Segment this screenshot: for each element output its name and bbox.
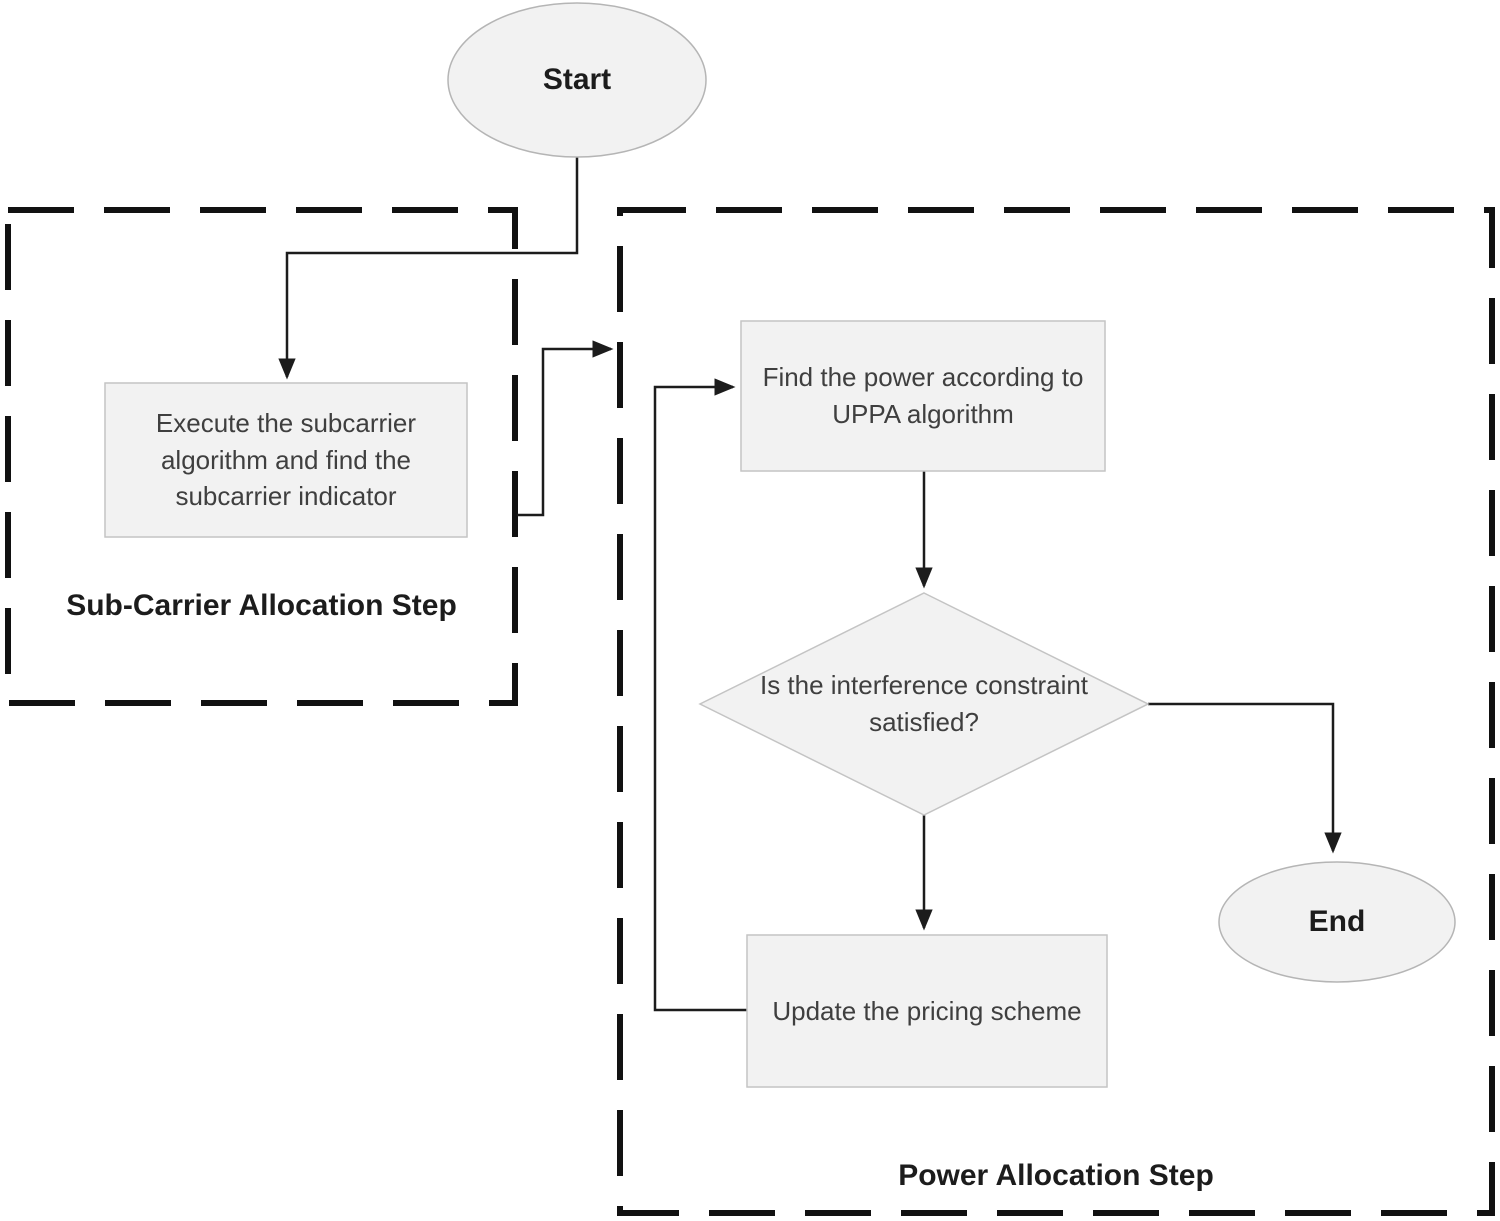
update-pricing-node-label: Update the pricing scheme [772, 995, 1082, 1026]
find-power-node-shape [740, 320, 1106, 472]
execute-subcarrier-node-label: Execute the subcarrier algorithm and fin… [155, 407, 417, 512]
interference-decision-label: Is the interference constraint satisfied… [759, 670, 1089, 737]
power-allocation-group-label: Power Allocation Step [898, 1158, 1214, 1192]
interference-decision-shape [698, 592, 1150, 816]
connector-start-to-execute [278, 157, 579, 380]
end-node-shape [1218, 861, 1456, 983]
subcarrier-allocation-group-label: Sub-Carrier Allocation Step [66, 588, 457, 622]
connector-subcarrier-to-power-box [517, 340, 614, 517]
connector-decision-to-end [1148, 702, 1342, 854]
end-node-label: End [1308, 904, 1366, 938]
start-node-shape [447, 2, 707, 158]
power-allocation-group-border [617, 207, 1495, 1216]
execute-subcarrier-node-shape [104, 382, 468, 538]
update-pricing-node-shape [746, 934, 1108, 1088]
connector-update-to-find-power-loop [653, 378, 747, 1012]
find-power-node-label: Find the power according to UPPA algorit… [762, 362, 1084, 429]
subcarrier-allocation-group-border [5, 207, 518, 706]
start-node-label: Start [542, 62, 612, 96]
